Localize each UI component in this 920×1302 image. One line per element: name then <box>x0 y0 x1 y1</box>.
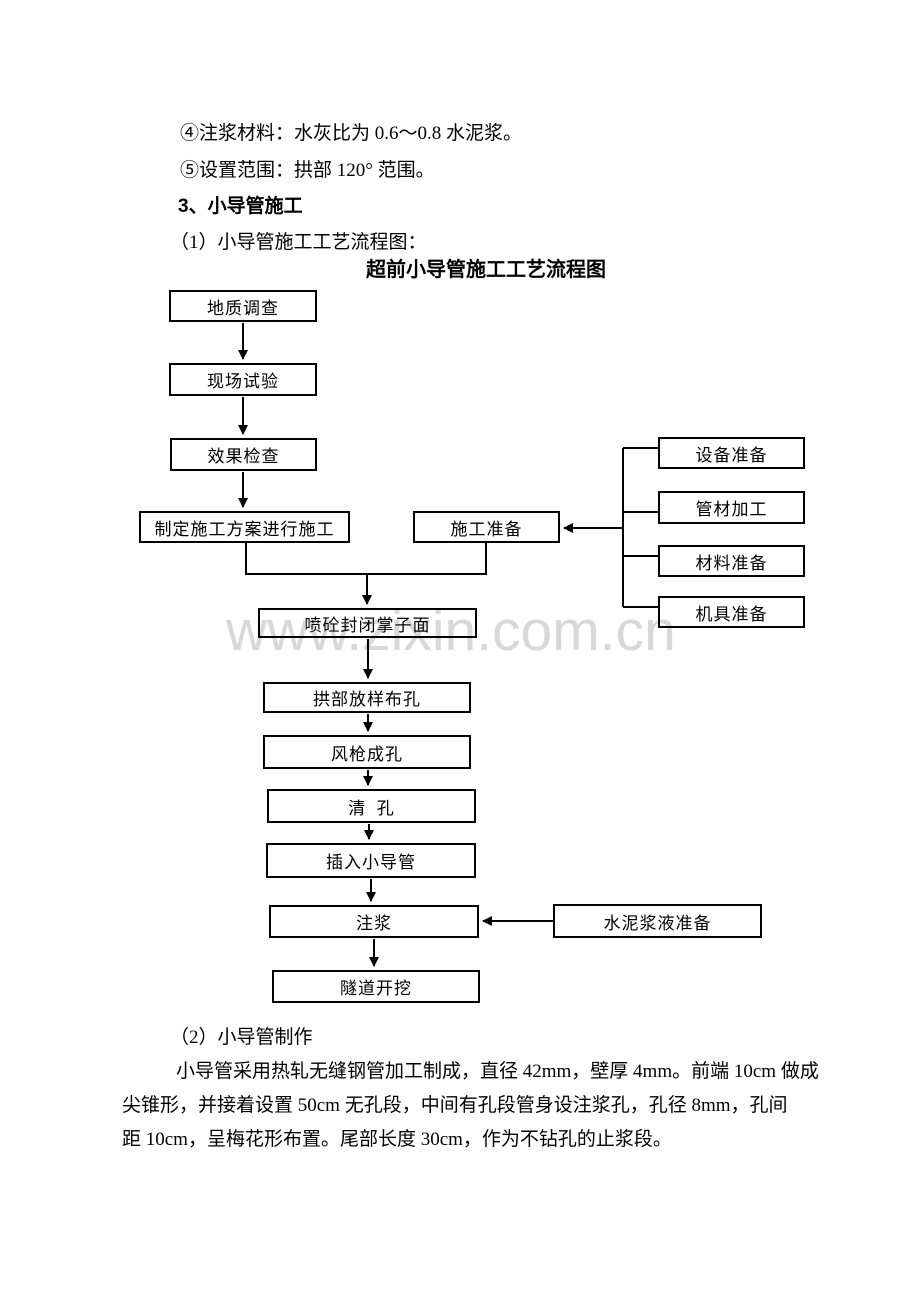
flow-box-make-construction-plan: 制定施工方案进行施工 <box>139 511 350 543</box>
paragraph-line-2: 尖锥形，并接着设置 50cm 无孔段，中间有孔段管身设注浆孔，孔径 8mm，孔间 <box>122 1095 788 1116</box>
flow-box-pneumatic-drill-holes: 风枪成孔 <box>263 735 471 769</box>
flow-box-construction-prep: 施工准备 <box>413 511 560 543</box>
flow-box-tunnel-excavation: 隧道开挖 <box>272 970 480 1003</box>
paragraph-line-3: 距 10cm，呈梅花形布置。尾部长度 30cm，作为不钻孔的止浆段。 <box>122 1129 672 1150</box>
flow-box-material-prep: 材料准备 <box>658 545 805 577</box>
flowchart-title: 超前小导管施工工艺流程图 <box>366 259 606 281</box>
flow-box-clean-hole: 清 孔 <box>267 789 476 823</box>
flow-box-insert-pipe: 插入小导管 <box>266 843 476 878</box>
flow-box-grouting: 注浆 <box>269 905 479 938</box>
flow-box-effect-check: 效果检查 <box>170 438 317 471</box>
section-heading-pipe-construction: 3、小导管施工 <box>178 196 303 217</box>
subsection-pipe-fabrication-label: （2）小导管制作 <box>170 1027 313 1048</box>
flow-box-machinery-prep: 机具准备 <box>658 596 805 628</box>
flow-box-equipment-prep: 设备准备 <box>658 437 805 469</box>
flow-box-shotcrete-seal-face: 喷砼封闭掌子面 <box>258 608 477 638</box>
subsection-flowchart-label: （1）小导管施工工艺流程图： <box>170 232 427 253</box>
flow-box-cement-slurry-prep: 水泥浆液准备 <box>553 904 762 938</box>
flow-box-arch-layout-holes: 拱部放样布孔 <box>263 682 471 713</box>
site-watermark: www.zixin.com.cn <box>226 599 676 663</box>
list-item-setting-range: ⑤设置范围：拱部 120° 范围。 <box>180 160 435 181</box>
paragraph-line-1: 小导管采用热轧无缝钢管加工制成，直径 42mm，壁厚 4mm。前端 10cm 做… <box>176 1061 819 1082</box>
flow-box-pipe-processing: 管材加工 <box>658 491 805 524</box>
list-item-grout-material: ④注浆材料：水灰比为 0.6～0.8 水泥浆。 <box>180 123 523 144</box>
flow-box-geological-survey: 地质调查 <box>169 290 317 322</box>
flow-box-field-test: 现场试验 <box>169 363 317 396</box>
